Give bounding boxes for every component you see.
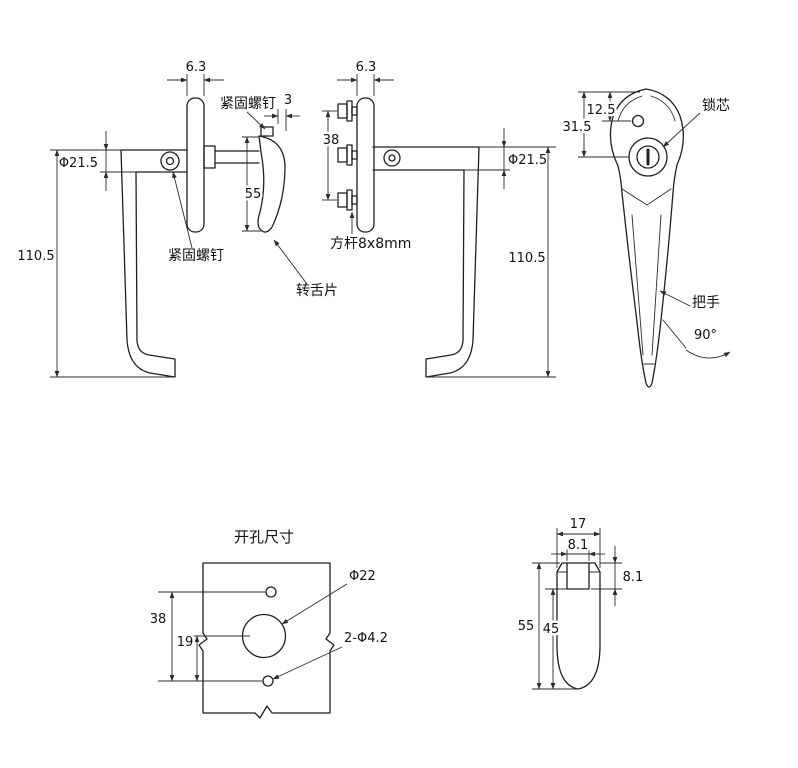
view-cutout: 开孔尺寸 38 19 Φ22 2-Φ4.2: [147, 526, 390, 719]
dim-hole-offset: 12.5: [587, 103, 616, 118]
dim-height-left: 110.5: [17, 249, 54, 264]
set-screw-label-top: 紧固螺钉: [220, 96, 276, 112]
dim-flange-width-left: 6.3: [186, 60, 207, 75]
handle-arm-outline: [372, 146, 480, 378]
lock-core-inner: [636, 145, 660, 169]
screw-head: [337, 192, 348, 208]
screw-stem: [351, 195, 358, 205]
dims-side-back: 6.3 38 方杆8x8mm Φ21.5 110.5: [320, 58, 556, 378]
handle-front-part: [609, 88, 684, 388]
main-hole-label: Φ22: [349, 569, 376, 584]
lock-core-label: 锁芯: [702, 98, 730, 114]
tongue-screw: [260, 126, 274, 137]
dims-rod: 17 8.1 8.1 55 45: [515, 515, 646, 690]
dim-diameter-left: Φ21.5: [59, 156, 98, 171]
mount-holes-label: 2-Φ4.2: [344, 631, 388, 646]
screw-head: [337, 103, 348, 119]
spindle-screw-bottom: [337, 189, 358, 211]
leader-line: [246, 111, 266, 130]
screw-washer: [346, 144, 353, 166]
rotation-arc-arrow: [685, 349, 731, 359]
body-ridge-left: [631, 214, 644, 356]
dim-center-offset: 19: [177, 635, 194, 650]
screw-head: [337, 147, 348, 163]
rod-outline: [556, 562, 601, 690]
leader-line: [172, 171, 193, 249]
view-side-left: 6.3 Φ21.5 110.5 紧固螺钉 3: [15, 58, 341, 378]
head-inner-contour-left: [617, 95, 643, 122]
handle-label: 把手: [692, 295, 720, 311]
dim-flange-width-back: 6.3: [356, 60, 377, 75]
dim-slot-width: 8.1: [568, 538, 589, 553]
view-front: 31.5 12.5 锁芯 把手 90°: [560, 88, 733, 388]
leader-line: [273, 239, 308, 285]
tongue-blade: [257, 135, 286, 233]
view-rod-detail: 17 8.1 8.1 55 45: [515, 515, 646, 690]
mounting-flange: [356, 97, 375, 233]
leader-line: [659, 290, 691, 307]
mount-hole-top: [265, 586, 277, 598]
dims-side-left: 6.3 Φ21.5 110.5 紧固螺钉 3: [15, 58, 341, 378]
dims-cutout: 38 19 Φ22 2-Φ4.2: [147, 567, 390, 682]
handle-side-left-part: [120, 97, 286, 378]
square-rod-label: 方杆8x8mm: [330, 236, 411, 252]
screw-stem: [351, 106, 358, 116]
rotation-angle-label: 90°: [694, 328, 717, 343]
dim-rod-width: 17: [570, 517, 587, 532]
screw-washer: [346, 100, 353, 122]
cutout-title: 开孔尺寸: [234, 528, 294, 546]
rotation-leader: [662, 319, 687, 349]
view-side-back: 6.3 38 方杆8x8mm Φ21.5 110.5: [320, 58, 556, 378]
dim-screw-spacing: 38: [323, 133, 340, 148]
dim-tongue-length: 55: [245, 187, 262, 202]
spindle-nut: [203, 145, 216, 169]
set-screw-head: [160, 151, 180, 171]
dim-hole-spacing: 38: [150, 612, 167, 627]
mount-hole-bottom: [262, 675, 274, 687]
spindle-screw-top: [337, 100, 358, 122]
rod-part: [556, 562, 601, 690]
panel-plate: [198, 562, 335, 719]
tongue-label: 转舌片: [296, 283, 338, 299]
spindle-screw-middle: [337, 144, 358, 166]
leader-line: [281, 583, 348, 625]
dim-gap: 3: [284, 93, 292, 108]
dim-rod-body-length: 45: [543, 622, 560, 637]
set-screw-center: [388, 154, 396, 162]
set-screw-center: [165, 156, 175, 166]
dim-diameter-back: Φ21.5: [508, 153, 547, 168]
dim-slot-depth: 8.1: [623, 570, 644, 585]
neck-facet: [621, 188, 672, 206]
dim-rod-length: 55: [518, 619, 535, 634]
leader-line: [662, 112, 701, 148]
top-pin-hole: [631, 114, 645, 128]
handle-front-outline: [609, 88, 684, 388]
screw-washer: [346, 189, 353, 211]
leader-line: [272, 646, 343, 680]
head-inner-contour-right: [650, 95, 676, 122]
dim-height-back: 110.5: [508, 251, 545, 266]
handle-arm-outline: [120, 149, 188, 378]
set-screw-label-bottom: 紧固螺钉: [168, 248, 224, 264]
dim-core-offset: 31.5: [563, 120, 592, 135]
handle-side-back-part: [337, 97, 480, 378]
set-screw-head: [383, 149, 401, 167]
body-ridge-right: [651, 214, 662, 356]
dims-front: 31.5 12.5 锁芯 把手 90°: [560, 91, 733, 359]
screw-stem: [351, 150, 358, 160]
mounting-flange: [186, 97, 205, 233]
